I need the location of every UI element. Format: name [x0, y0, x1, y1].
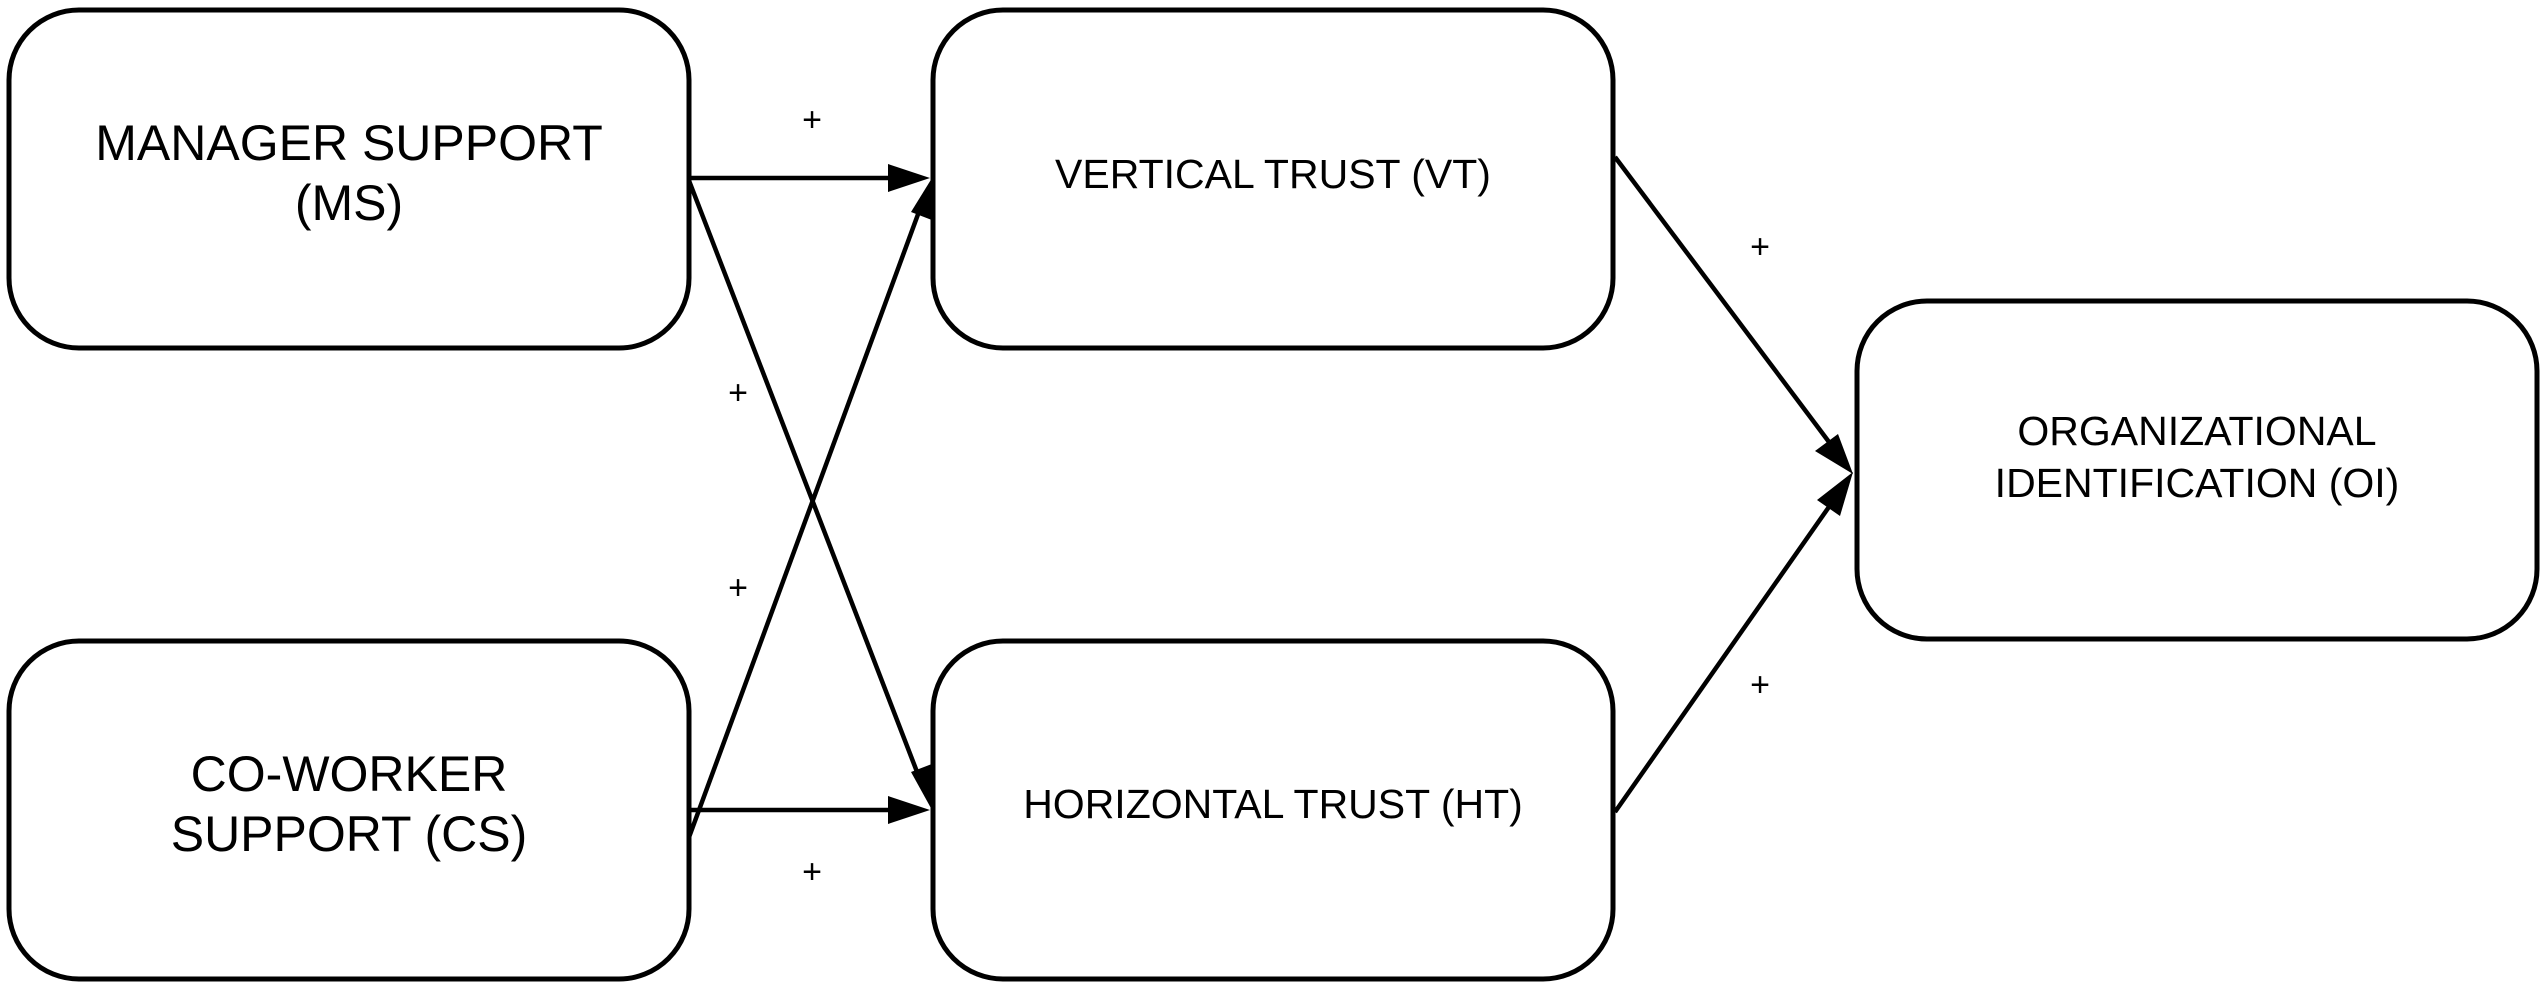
node-vertical-trust-label: VERTICAL TRUST (VT) [1055, 151, 1491, 197]
arrowhead-ht-oi [1817, 472, 1853, 516]
sign-ms-ht: + [728, 374, 748, 412]
node-coworker-support-line1: CO-WORKER [191, 746, 508, 802]
node-horizontal-trust-label: HORIZONTAL TRUST (HT) [1023, 781, 1523, 827]
sign-cs-vt: + [728, 569, 748, 607]
node-organizational-identification-line2: IDENTIFICATION (OI) [1995, 460, 2400, 506]
node-organizational-identification: ORGANIZATIONAL IDENTIFICATION (OI) [1854, 298, 2540, 642]
node-horizontal-trust: HORIZONTAL TRUST (HT) [930, 638, 1616, 982]
edge-vt-oi [1613, 155, 1840, 456]
edge-ht-oi [1613, 492, 1840, 814]
sign-vt-oi: + [1750, 228, 1770, 266]
sign-ht-oi: + [1750, 666, 1770, 704]
node-manager-support-line2: (MS) [295, 175, 403, 231]
edge-ms-ht [685, 177, 927, 791]
node-organizational-identification-line1: ORGANIZATIONAL [2017, 408, 2376, 454]
node-coworker-support: CO-WORKER SUPPORT (CS) [6, 638, 692, 982]
arrowhead-vt-oi [1815, 434, 1853, 474]
sign-cs-ht: + [802, 853, 822, 891]
node-manager-support-line1: MANAGER SUPPORT [95, 115, 603, 171]
arrowhead-ms-vt [888, 164, 930, 192]
edges [685, 155, 1853, 841]
node-coworker-support-line2: SUPPORT (CS) [171, 806, 528, 862]
sign-ms-vt: + [802, 101, 822, 139]
node-vertical-trust: VERTICAL TRUST (VT) [930, 7, 1616, 351]
edge-signs: + + + + + + [728, 101, 1770, 891]
node-manager-support: MANAGER SUPPORT (MS) [6, 7, 692, 351]
edge-cs-vt [685, 197, 927, 841]
arrowhead-cs-ht [888, 796, 930, 824]
